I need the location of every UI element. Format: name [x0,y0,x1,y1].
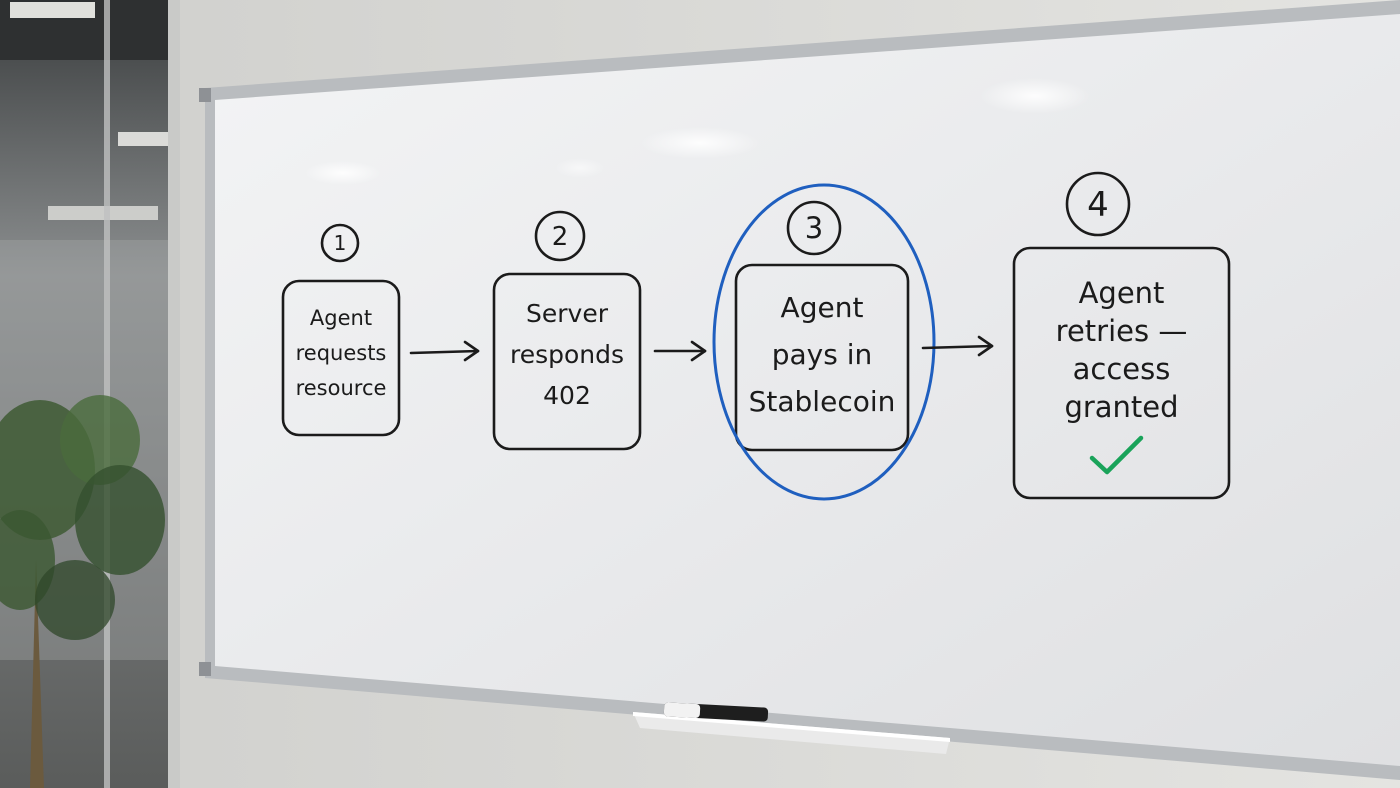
step-number-circle [1065,171,1131,237]
step-text-line: pays in [772,338,873,371]
highlight-ellipse [712,183,936,501]
glass-office [0,0,180,788]
step-number-circle [534,210,586,262]
step-box [492,272,642,451]
step-number-circle [320,223,360,263]
step-box [281,279,401,437]
step-text-line: 402 [543,381,591,410]
step-text-line: Agent [1079,276,1165,310]
step-number: 3 [805,211,823,245]
arrow-icon [653,340,707,362]
step-number-circle [786,200,842,256]
step-text-line: requests [296,341,387,365]
whiteboard-surface [215,14,1400,766]
arrow-icon [921,335,994,357]
step-text-line: access [1073,352,1171,386]
step-text-line: Agent [781,291,864,324]
step-number: 2 [552,222,569,252]
step-text-line: Server [526,299,609,328]
marker-icon[interactable] [663,702,769,722]
plant [0,395,165,788]
step-box [734,263,910,452]
step-text-line: responds [510,340,624,369]
step-text-line: Stablecoin [749,385,896,418]
arrow-icon [409,340,480,362]
step-number: 1 [334,231,347,255]
step-box [1012,246,1231,500]
checkmark-icon [1089,435,1144,475]
marker-tray [633,712,950,754]
step-text-line: Agent [310,306,372,330]
light-glare [305,78,1090,185]
step-text-line: granted [1064,390,1178,424]
step-text-line: retries — [1056,314,1188,348]
step-text-line: resource [296,376,387,400]
step-number: 4 [1087,185,1109,225]
